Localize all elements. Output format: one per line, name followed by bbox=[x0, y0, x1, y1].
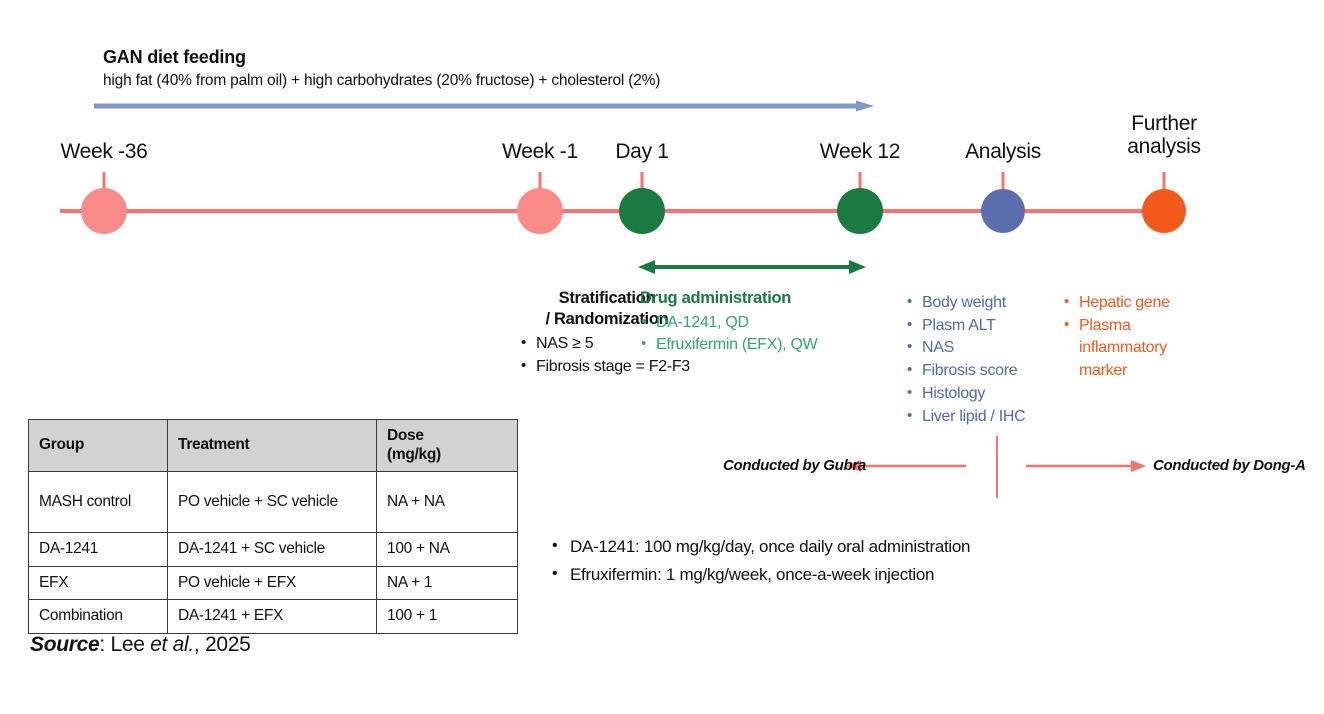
timeline-node-week-36[interactable] bbox=[81, 188, 127, 234]
list-item: NAS ≥ 5 bbox=[520, 332, 690, 356]
conducted-by-right-arrow bbox=[1026, 460, 1146, 472]
table-header-treatment: Treatment bbox=[167, 418, 377, 473]
dosing-notes-list: DA-1241: 100 mg/kg/day, once daily oral … bbox=[551, 533, 971, 589]
source-etal: et al. bbox=[150, 633, 194, 656]
timeline-stem-week-1 bbox=[538, 172, 542, 198]
list-item: Histology bbox=[906, 382, 1025, 406]
table-header-row: Group Treatment Dose (mg/kg) bbox=[28, 418, 518, 473]
further-analysis-endpoints-list: Hepatic gene Plasma inflammatory marker bbox=[1063, 291, 1193, 383]
conducted-by-donga-label: Conducted by Dong-A bbox=[1153, 457, 1306, 474]
further-analysis-line2: analysis bbox=[1127, 134, 1201, 158]
timeline-label-week-1: Week -1 bbox=[502, 140, 578, 163]
drug-administration-arrow bbox=[638, 260, 866, 274]
list-item: Plasm ALT bbox=[906, 314, 1025, 338]
source-citation: Source: Lee et al., 2025 bbox=[30, 633, 251, 657]
table-cell-dose: NA + 1 bbox=[376, 565, 518, 601]
table-cell-group: DA-1241 bbox=[28, 532, 168, 567]
conducted-by-divider bbox=[996, 436, 998, 498]
timeline-label-day-1: Day 1 bbox=[615, 140, 669, 163]
table-row: Combination DA-1241 + EFX 100 + 1 bbox=[28, 599, 518, 634]
list-item: Fibrosis score bbox=[906, 359, 1025, 383]
table-cell-group: Combination bbox=[28, 599, 168, 634]
timeline-node-further-analysis[interactable] bbox=[1142, 189, 1186, 233]
conducted-by-gubra-label: Conducted by Gubra bbox=[723, 457, 866, 474]
gan-diet-arrow bbox=[94, 100, 874, 112]
stratification-title-line2: / Randomization bbox=[545, 309, 669, 328]
table-row: EFX PO vehicle + EFX NA + 1 bbox=[28, 565, 518, 601]
list-item: DA-1241, QD bbox=[640, 311, 817, 335]
drug-administration-list: DA-1241, QD Efruxifermin (EFX), QW bbox=[640, 311, 818, 357]
list-item: Plasma inflammatory marker bbox=[1063, 314, 1193, 383]
stratification-title-line1: Stratification bbox=[558, 289, 656, 307]
list-item: Efruxifermin: 1 mg/kg/week, once-a-week … bbox=[551, 561, 970, 589]
table-cell-dose: 100 + 1 bbox=[376, 599, 518, 634]
table-cell-group: MASH control bbox=[28, 471, 168, 534]
timeline-stem-further-analysis bbox=[1162, 172, 1166, 198]
table-cell-treatment: DA-1241 + SC vehicle bbox=[167, 532, 377, 567]
table-cell-group: EFX bbox=[28, 565, 168, 601]
table-row: DA-1241 DA-1241 + SC vehicle 100 + NA bbox=[28, 532, 518, 567]
table-header-dose-line1: Dose bbox=[387, 427, 424, 444]
source-prefix: Source bbox=[30, 633, 100, 656]
timeline-label-analysis: Analysis bbox=[965, 140, 1041, 163]
source-suffix: , 2025 bbox=[193, 633, 251, 656]
table-cell-dose: NA + NA bbox=[376, 471, 518, 534]
analysis-endpoints-list: Body weight Plasm ALT NAS Fibrosis score… bbox=[906, 291, 1026, 429]
timeline-stem-week-12 bbox=[858, 172, 862, 198]
timeline-stem-analysis bbox=[1001, 172, 1005, 198]
table-cell-treatment: PO vehicle + SC vehicle bbox=[167, 471, 377, 534]
treatment-groups-table: Group Treatment Dose (mg/kg) MASH contro… bbox=[28, 418, 518, 634]
timeline-label-further-analysis: Further analysis bbox=[1127, 112, 1201, 158]
gan-diet-title: GAN diet feeding bbox=[103, 47, 246, 67]
table-header-dose: Dose (mg/kg) bbox=[376, 418, 518, 473]
table-cell-dose: 100 + NA bbox=[376, 532, 518, 567]
gan-diet-subtitle: high fat (40% from palm oil) + high carb… bbox=[103, 72, 661, 89]
table-header-dose-line2: (mg/kg) bbox=[387, 445, 441, 463]
drug-administration-title: Drug administration bbox=[640, 289, 792, 307]
timeline-label-week-12: Week 12 bbox=[819, 140, 901, 163]
timeline-stem-week-36 bbox=[102, 172, 106, 198]
timeline-stem-day-1 bbox=[640, 172, 644, 198]
table-cell-treatment: DA-1241 + EFX bbox=[167, 599, 377, 634]
conducted-by-left-arrow bbox=[846, 460, 966, 472]
list-item: Hepatic gene bbox=[1063, 291, 1193, 315]
list-item: Fibrosis stage = F2-F3 bbox=[520, 355, 690, 379]
timeline-node-analysis[interactable] bbox=[981, 189, 1025, 233]
stratification-block: Stratification / Randomization NAS ≥ 5 F… bbox=[521, 288, 690, 379]
further-analysis-line1: Further bbox=[1131, 112, 1197, 135]
table-cell-treatment: PO vehicle + EFX bbox=[167, 565, 377, 601]
list-item: Efruxifermin (EFX), QW bbox=[640, 333, 818, 357]
table-row: MASH control PO vehicle + SC vehicle NA … bbox=[28, 471, 518, 534]
list-item: NAS bbox=[906, 336, 1025, 360]
timeline-node-week-12[interactable] bbox=[837, 188, 883, 234]
timeline-label-week-36: Week -36 bbox=[60, 140, 148, 163]
table-header-group: Group bbox=[28, 418, 168, 473]
source-colon: : Lee bbox=[99, 633, 151, 656]
drug-administration-block: Drug administration DA-1241, QD Efruxife… bbox=[640, 288, 818, 357]
list-item: Body weight bbox=[906, 291, 1025, 315]
timeline-node-week-1[interactable] bbox=[517, 188, 563, 234]
list-item: Liver lipid / IHC bbox=[906, 405, 1026, 429]
stratification-title: Stratification / Randomization bbox=[524, 288, 690, 329]
stratification-criteria-list: NAS ≥ 5 Fibrosis stage = F2-F3 bbox=[520, 332, 690, 379]
list-item: DA-1241: 100 mg/kg/day, once daily oral … bbox=[551, 533, 971, 561]
timeline-node-day-1[interactable] bbox=[619, 188, 665, 234]
